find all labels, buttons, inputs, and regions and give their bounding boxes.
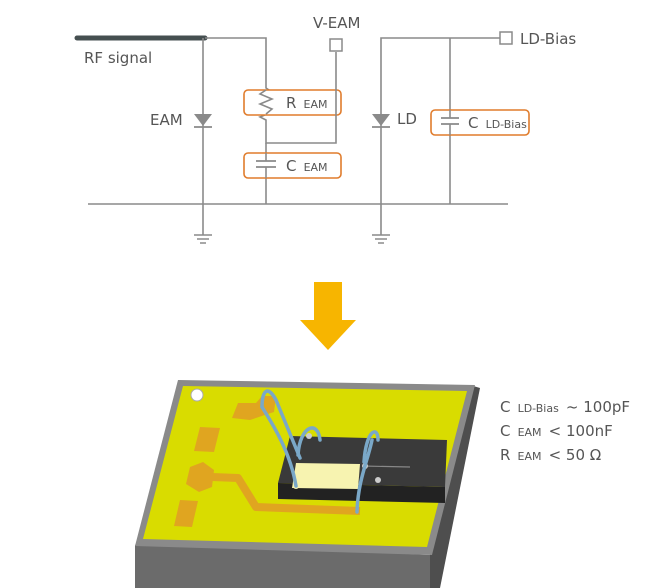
spec-c-ld-bias: C LD-Bias ~ 100pF [500, 397, 630, 416]
schematic: RF signal EAM R EAM V-EAM [74, 14, 576, 244]
c-ld-bias-box [430, 109, 530, 136]
capacitor-icon-c-eam [256, 153, 276, 178]
c-ld-bias-label: C LD-Bias [468, 113, 527, 132]
pad-left-lower [174, 500, 198, 527]
wire-rf-to-r [205, 37, 267, 78]
c-eam-box [243, 152, 342, 179]
spec-list: C LD-Bias ~ 100pF C EAM < 100nF R EAM < … [500, 397, 630, 464]
chip-pad [292, 463, 360, 489]
board-base-left [135, 541, 430, 588]
ld-diode-icon [372, 114, 390, 128]
ld-bias-label: LD-Bias [520, 30, 576, 48]
eam-diode-icon [194, 114, 212, 128]
capacitor-icon-c-ld-bias [441, 110, 459, 135]
board-base-right [430, 385, 480, 588]
r-eam-box [243, 89, 342, 116]
bond-wires [260, 389, 380, 514]
spec-r-eam: R EAM < 50 Ω [500, 445, 601, 464]
rf-signal-label: RF signal [84, 49, 152, 67]
c-eam-label: C EAM [286, 156, 328, 175]
wire-r-to-veam [265, 52, 337, 144]
signal-trace [211, 473, 361, 515]
wire-ld-top [380, 37, 500, 235]
pad-left-upper [194, 427, 220, 452]
ld-label: LD [397, 110, 417, 128]
resistor-zigzag-overlay [257, 89, 275, 115]
ground-icon-eam [194, 234, 212, 244]
v-eam-terminal [329, 38, 343, 52]
v-eam-label: V-EAM [313, 14, 360, 32]
mounting-hole [190, 388, 204, 402]
pad-octagon [186, 462, 214, 492]
eam-label: EAM [150, 111, 183, 129]
board-illustration [135, 380, 480, 588]
chip-line [361, 465, 411, 468]
ground-icon-ld [372, 234, 390, 244]
ld-bias-terminal [499, 31, 513, 45]
spec-c-eam: C EAM < 100nF [500, 421, 613, 440]
r-eam-label: R EAM [286, 93, 328, 112]
down-arrow-icon [300, 282, 356, 350]
